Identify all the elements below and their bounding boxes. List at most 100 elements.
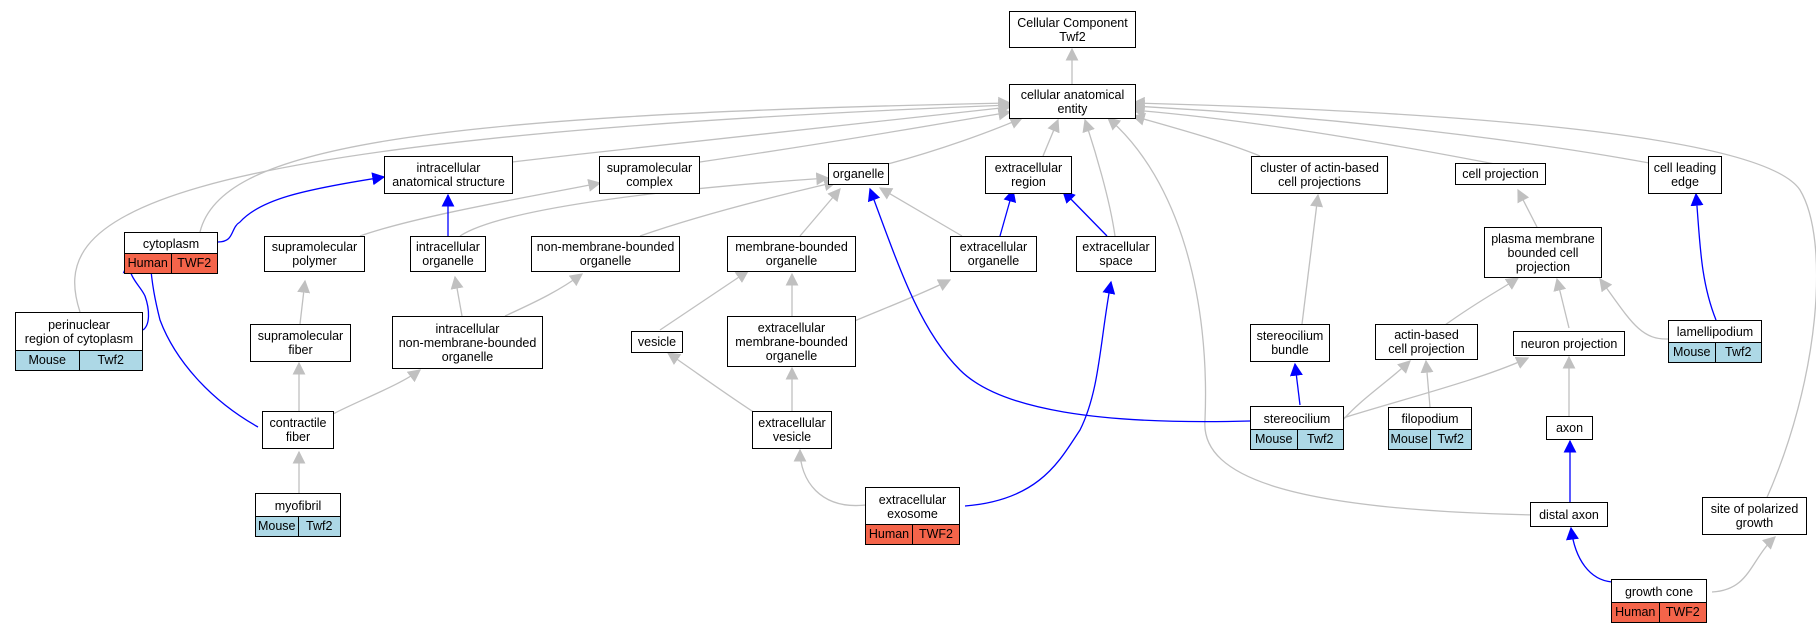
edge-bundle-to-stereo-bundle (1289, 362, 1303, 406)
edge-distalaxon-to-entity (1107, 117, 1536, 516)
edge-organelle-to-entity (887, 116, 1024, 165)
edge-exorg-to-organelle (878, 187, 963, 237)
node-label: organelle (765, 348, 818, 363)
species-name: Human (125, 254, 171, 273)
edge-leadingedge-to-entity (1131, 100, 1661, 166)
node-label: cell projection (1462, 167, 1539, 181)
edge-perinuclear-to-cytoplasm (122, 259, 150, 331)
node-label: edge (1671, 175, 1699, 189)
node-label: region (1011, 175, 1046, 189)
edge-cellproj-to-entity (1131, 104, 1501, 166)
node-label: distal axon (1539, 507, 1599, 522)
edge-complex-to-entity (699, 107, 1012, 163)
edge-cytoplasm-to-ias (217, 172, 386, 243)
edge-mbo-to-organelle (799, 188, 841, 237)
species-name: Mouse (1389, 430, 1430, 449)
node-distal-axon[interactable]: distal axon (1530, 502, 1608, 527)
node-label: growth (1735, 516, 1774, 530)
node-label: organelle (832, 167, 885, 181)
node-label: growth cone (1624, 584, 1694, 599)
node-organelle[interactable]: organelle (828, 163, 889, 185)
node-cell-projection[interactable]: cell projection (1455, 163, 1546, 185)
edge-cytoplasm-to-entity (199, 96, 1012, 233)
node-label: stereocilium (1256, 329, 1324, 343)
node-label: bundle (1271, 343, 1309, 357)
node-label: extracellular (1082, 240, 1150, 254)
node-label: extracellular (959, 240, 1028, 254)
edge-exregion-to-entity (1042, 118, 1060, 157)
node-label: membrane-bounded (735, 240, 848, 254)
node-label: Twf2 (1059, 29, 1086, 44)
species-name: Mouse (256, 517, 298, 536)
edge-exspace-to-entity (1082, 118, 1116, 237)
gene-symbol: Twf2 (1714, 343, 1761, 362)
node-label: myofibril (274, 498, 322, 513)
node-label: extracellular (757, 320, 826, 335)
node-label: intracellular (416, 161, 481, 175)
node-label: organelle (765, 254, 818, 268)
node-label: supramolecular (606, 161, 693, 175)
node-label: extracellular (878, 492, 947, 507)
node-label: extracellular (758, 416, 826, 430)
node-label: cell projection (1388, 342, 1465, 356)
node-label: cell projections (1278, 175, 1361, 189)
edge-cluster-to-entity (1131, 112, 1261, 157)
node-label: intracellular (435, 321, 500, 336)
node-label: vesicle (637, 335, 677, 349)
node-neuron-projection[interactable]: neuron projection (1513, 331, 1625, 356)
node-label: non-membrane-bounded (398, 335, 537, 350)
node-label: non-membrane-bounded (536, 240, 675, 254)
node-label: filopodium (1401, 412, 1459, 426)
node-label: intracellular (416, 240, 480, 254)
node-label: organelle (441, 349, 494, 364)
node-label: organelle (422, 254, 474, 268)
node-label: cluster of actin-based (1260, 161, 1379, 175)
node-label: bounded cell (1507, 245, 1579, 260)
node-label: fiber (288, 343, 313, 357)
species-name: Mouse (16, 351, 79, 370)
node-label: organelle (579, 254, 632, 268)
edge-intraorg-to-organelle (459, 172, 830, 237)
node-vesicle[interactable]: vesicle (631, 331, 683, 353)
edge-contractile-to-intranmbo (332, 369, 422, 415)
node-label: cytoplasm (142, 236, 200, 251)
gene-symbol: TWF2 (170, 254, 217, 273)
node-axon[interactable]: axon (1546, 416, 1593, 440)
gene-symbol: TWF2 (1658, 603, 1706, 622)
